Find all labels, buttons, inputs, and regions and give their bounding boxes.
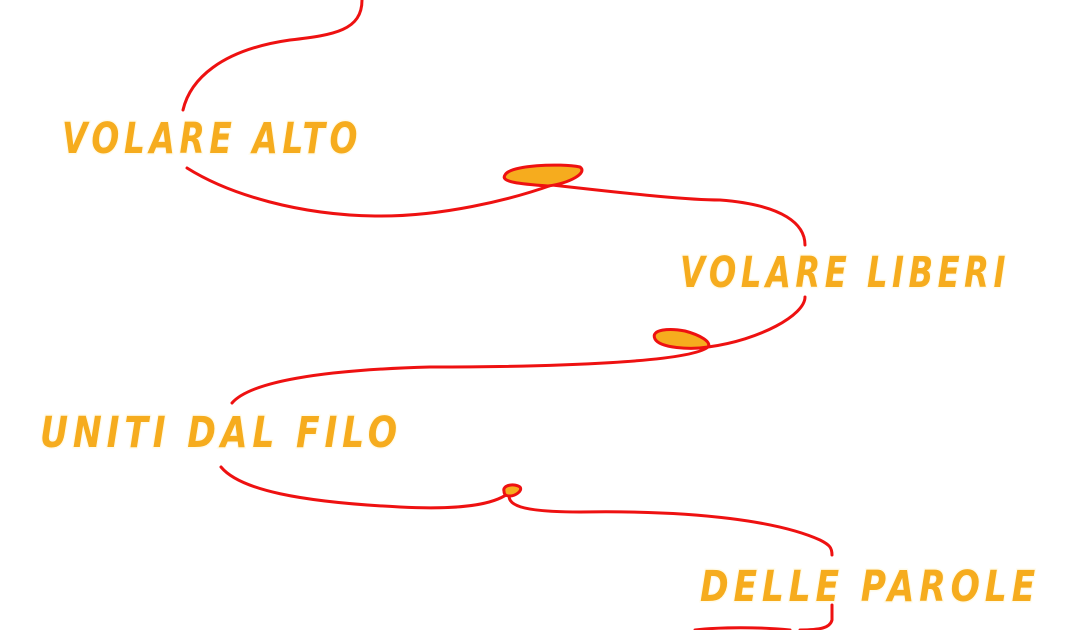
thread-segment-liberi [230,295,807,405]
knot-two [652,328,711,350]
phrase-uniti-dal-filo: UNITI DAL FILO [40,408,402,458]
thread-segment-top [181,0,364,112]
phrase-volare-liberi: VOLARE LIBERI [680,248,1010,298]
phrase-volare-alto: VOLARE ALTO [62,114,362,164]
thread-segment-filo [219,465,834,557]
thread-segment-alto [185,166,807,247]
knot-three [502,483,523,498]
knot-one [502,163,584,188]
phrase-delle-parole: DELLE PAROLE [700,562,1040,612]
